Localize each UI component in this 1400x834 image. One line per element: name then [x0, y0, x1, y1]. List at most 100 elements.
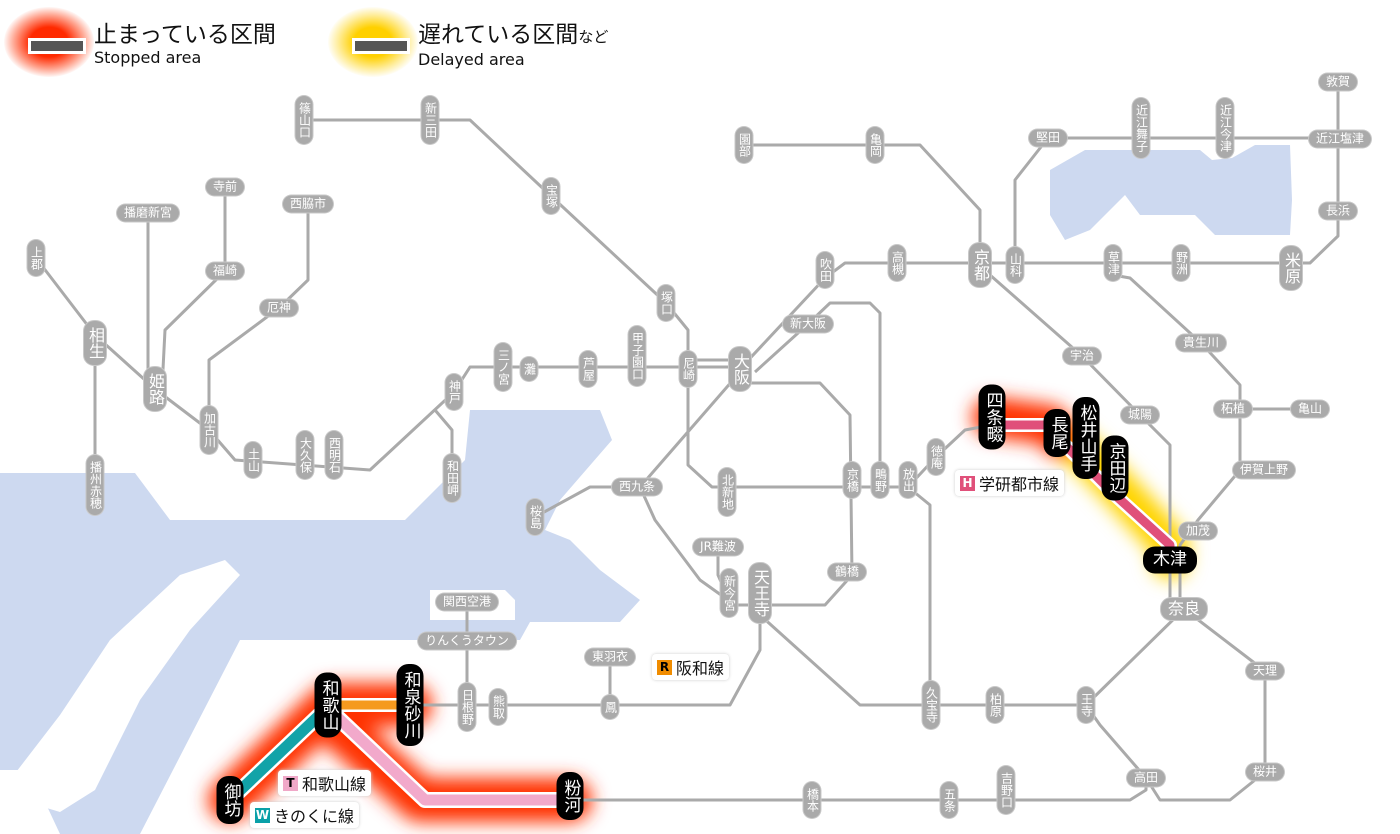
station[interactable]: 尼崎: [679, 351, 697, 387]
station[interactable]: 姫路: [144, 367, 166, 411]
station[interactable]: 加茂: [1178, 522, 1218, 540]
station[interactable]: 天理: [1245, 662, 1285, 680]
line-label-hanwa[interactable]: R 阪和線: [652, 654, 730, 680]
station[interactable]: 播磨新宮: [116, 204, 180, 222]
line-label-gakken[interactable]: H 学研都市線: [955, 470, 1065, 496]
station[interactable]: 土山: [244, 442, 262, 478]
station[interactable]: 堅田: [1028, 129, 1068, 147]
station-affected[interactable]: 御坊: [216, 776, 244, 824]
line-name: きのくに線: [274, 807, 355, 826]
station[interactable]: 関西空港: [435, 593, 499, 611]
station[interactable]: 京橋: [843, 462, 861, 498]
station[interactable]: 天王寺: [749, 563, 771, 623]
station[interactable]: 西脇市: [282, 195, 334, 213]
station[interactable]: 上郡: [27, 240, 45, 276]
station[interactable]: 寺前: [205, 178, 245, 196]
station[interactable]: 塚口: [657, 285, 675, 321]
station[interactable]: 京都: [969, 243, 991, 287]
station[interactable]: 橋本: [803, 782, 821, 818]
station[interactable]: 灘: [520, 357, 538, 381]
station[interactable]: 鴫野: [871, 462, 889, 498]
delayed-swatch: [328, 7, 418, 77]
line-badge-r: R: [657, 659, 672, 675]
line-name: 学研都市線: [979, 475, 1060, 494]
lake-biwa: [1050, 145, 1292, 240]
legend-delayed-jp: 遅れている区間: [418, 22, 579, 48]
station[interactable]: 新今宮: [720, 569, 738, 617]
wakayama-line-disrupted-core: [331, 711, 570, 806]
station[interactable]: 西明石: [325, 431, 343, 479]
station[interactable]: 厄神: [259, 299, 299, 317]
station[interactable]: 草津: [1104, 245, 1122, 281]
station[interactable]: 加古川: [200, 406, 218, 454]
station[interactable]: 福崎: [205, 262, 245, 280]
station[interactable]: 宝塚: [542, 178, 560, 214]
station[interactable]: 大阪: [729, 347, 751, 391]
station-affected[interactable]: 和歌山: [314, 672, 342, 738]
station[interactable]: 桜島: [526, 499, 544, 535]
station[interactable]: 篠山口: [295, 96, 313, 144]
station[interactable]: 和田岬: [443, 454, 461, 502]
station[interactable]: 吹田: [816, 252, 834, 288]
station-affected[interactable]: 長尾: [1043, 409, 1071, 457]
station[interactable]: 近江舞子: [1132, 98, 1150, 158]
station[interactable]: 高槻: [888, 245, 906, 281]
station[interactable]: 米原: [1280, 246, 1302, 290]
line-label-kinokuni[interactable]: W きのくに線: [250, 802, 360, 828]
station[interactable]: 相生: [84, 321, 106, 365]
station[interactable]: 亀山: [1290, 400, 1330, 418]
station[interactable]: 甲子園口: [628, 326, 646, 386]
station[interactable]: 熊取: [489, 689, 507, 725]
station[interactable]: 新三田: [421, 96, 439, 144]
station-affected[interactable]: 粉河: [556, 772, 584, 820]
station[interactable]: 日根野: [458, 683, 476, 731]
station[interactable]: 大久保: [296, 431, 314, 479]
station[interactable]: 園部: [735, 127, 753, 163]
station[interactable]: 城陽: [1120, 406, 1160, 424]
station[interactable]: 柏原: [986, 687, 1004, 723]
station-affected[interactable]: 木津: [1143, 546, 1197, 574]
station[interactable]: 敦賀: [1318, 73, 1358, 91]
station[interactable]: 伊賀上野: [1232, 461, 1296, 479]
legend-delayed-suffix: など: [578, 28, 609, 46]
station[interactable]: 播州赤穂: [86, 455, 104, 515]
station[interactable]: 新大阪: [782, 315, 834, 333]
line-badge-t: T: [283, 775, 298, 791]
station[interactable]: 東羽衣: [584, 648, 636, 666]
stopped-swatch: [4, 7, 94, 77]
station-affected[interactable]: 京田辺: [1101, 435, 1129, 501]
station[interactable]: 神戸: [445, 374, 463, 410]
station[interactable]: 西九条: [611, 478, 663, 496]
station[interactable]: 柘植: [1213, 400, 1253, 418]
station[interactable]: 鳳: [601, 695, 619, 719]
station[interactable]: 亀岡: [866, 127, 884, 163]
station[interactable]: 近江今津: [1216, 98, 1234, 158]
station[interactable]: 久宝寺: [922, 681, 940, 729]
station[interactable]: 芦屋: [579, 351, 597, 387]
station[interactable]: JR難波: [693, 538, 743, 556]
station[interactable]: 五条: [940, 782, 958, 818]
station[interactable]: 鶴橋: [827, 563, 867, 581]
station[interactable]: 放出: [899, 462, 917, 498]
station[interactable]: 奈良: [1160, 598, 1208, 620]
station[interactable]: 北新地: [718, 468, 736, 516]
station-affected[interactable]: 和泉砂川: [396, 664, 424, 746]
station[interactable]: 吉野口: [997, 766, 1015, 814]
legend-delayed-en: Delayed area: [418, 50, 525, 69]
station[interactable]: 貴生川: [1175, 334, 1227, 352]
station[interactable]: 長浜: [1318, 202, 1358, 220]
station[interactable]: 高田: [1126, 769, 1166, 787]
station[interactable]: 王寺: [1077, 687, 1095, 723]
line-label-wakayama[interactable]: T 和歌山線: [278, 770, 372, 796]
station-affected[interactable]: 松井山手: [1072, 397, 1100, 479]
station[interactable]: 桜井: [1245, 763, 1285, 781]
station[interactable]: 徳庵: [927, 439, 945, 475]
station[interactable]: 近江塩津: [1308, 130, 1372, 148]
station[interactable]: 野洲: [1172, 245, 1190, 281]
station[interactable]: りんくうタウン: [418, 632, 516, 650]
station[interactable]: 宇治: [1062, 347, 1102, 365]
station-affected[interactable]: 四条畷: [978, 384, 1006, 450]
station[interactable]: 山科: [1006, 247, 1024, 283]
station[interactable]: 三ノ宮: [494, 343, 512, 391]
